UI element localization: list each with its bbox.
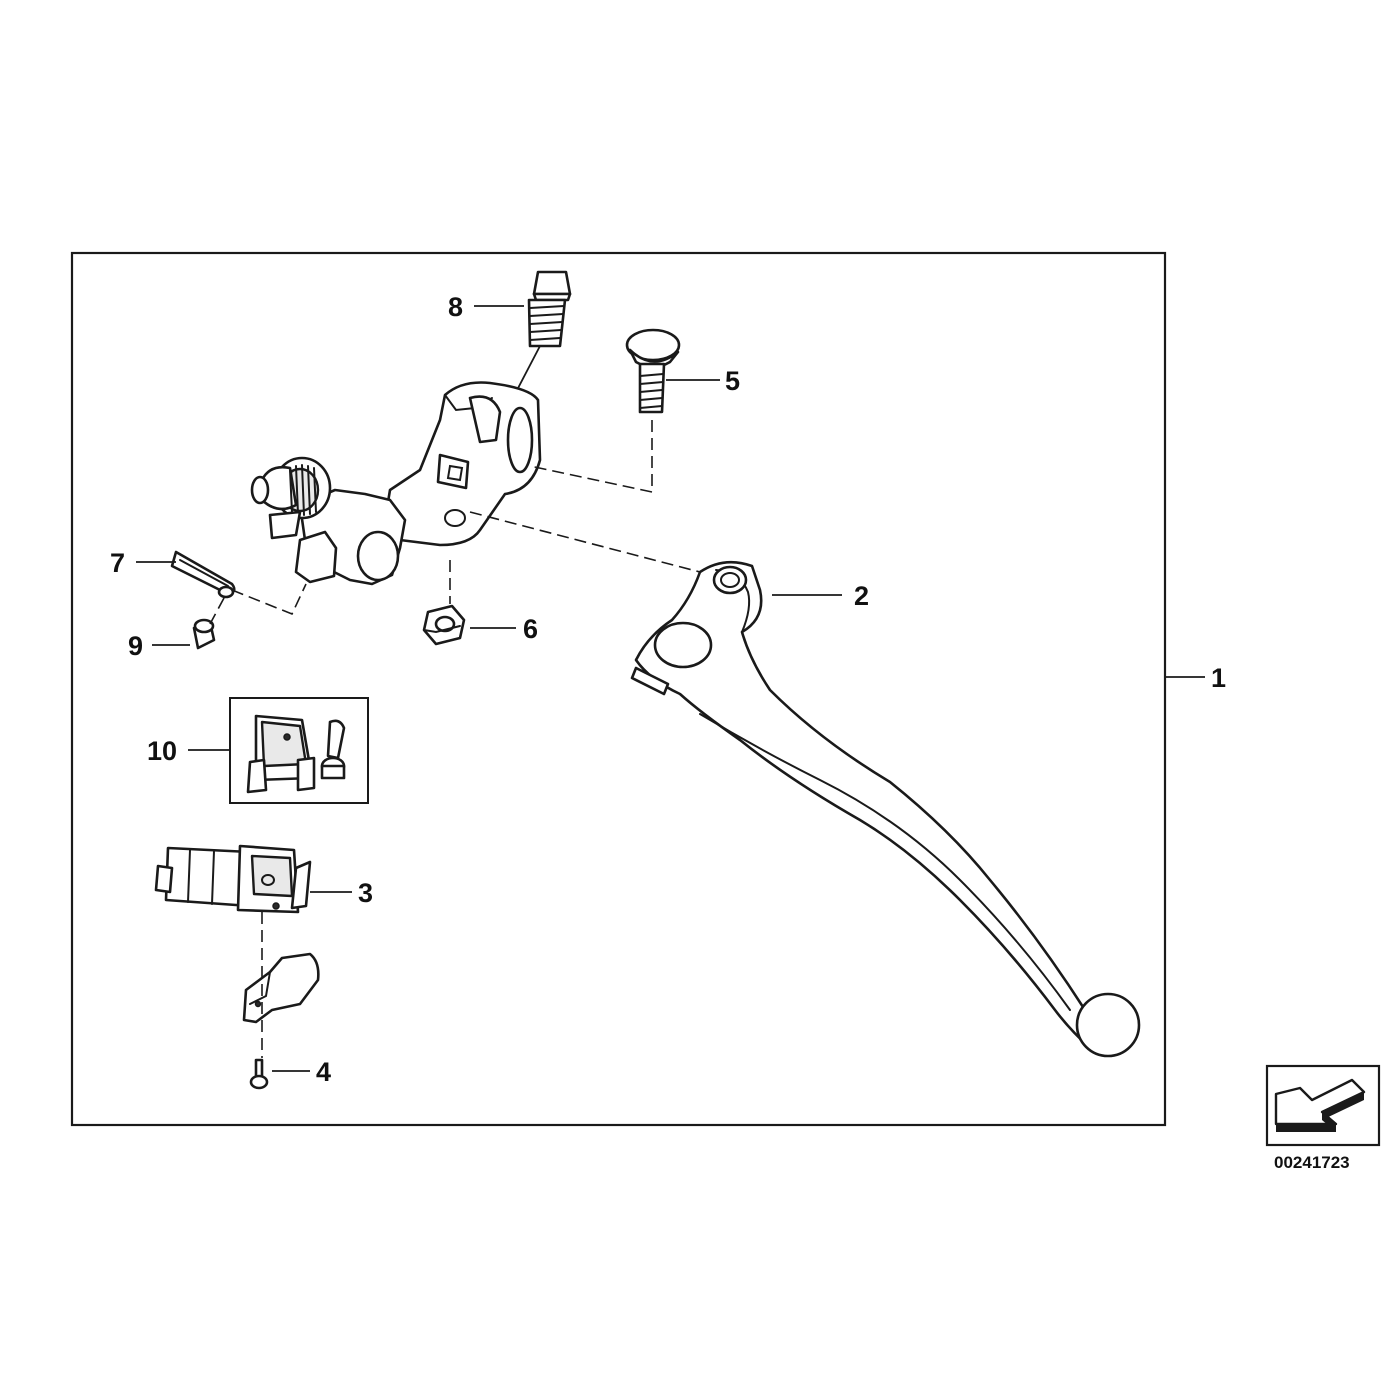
kit-part-10[interactable]	[246, 714, 346, 794]
switch-bracket[interactable]	[242, 952, 320, 1024]
callout-2: 2	[854, 581, 869, 611]
direction-arrow-icon	[1265, 1064, 1381, 1147]
callout-9: 9	[128, 631, 143, 661]
callout-8: 8	[448, 292, 463, 322]
assembly-line-screw9	[209, 597, 225, 625]
assembly-frame	[70, 251, 1167, 1127]
bolt-part-8[interactable]	[515, 270, 572, 393]
lever-bracket-assembly[interactable]	[250, 381, 542, 586]
callout-10: 10	[147, 736, 177, 766]
callout-7: 7	[110, 548, 125, 578]
bolt-part-5[interactable]	[625, 328, 681, 414]
callout-5: 5	[725, 366, 740, 396]
assembly-line-lever	[469, 511, 701, 573]
screw-part-9[interactable]	[192, 618, 216, 650]
reference-number: 00241723	[1274, 1153, 1350, 1172]
screw-part-4[interactable]	[249, 1058, 269, 1090]
callout-3: 3	[358, 878, 373, 908]
switch-part-3[interactable]	[154, 844, 312, 914]
spring-clip-part-7[interactable]	[170, 550, 236, 599]
lever-part-2[interactable]	[630, 560, 1141, 1058]
assembly-line-clip	[231, 583, 307, 616]
assembly-line-bolt5	[529, 420, 653, 493]
hex-nut-part-6[interactable]	[422, 604, 466, 646]
callout-6: 6	[523, 614, 538, 644]
callout-4: 4	[316, 1057, 331, 1087]
callout-1: 1	[1211, 663, 1226, 693]
